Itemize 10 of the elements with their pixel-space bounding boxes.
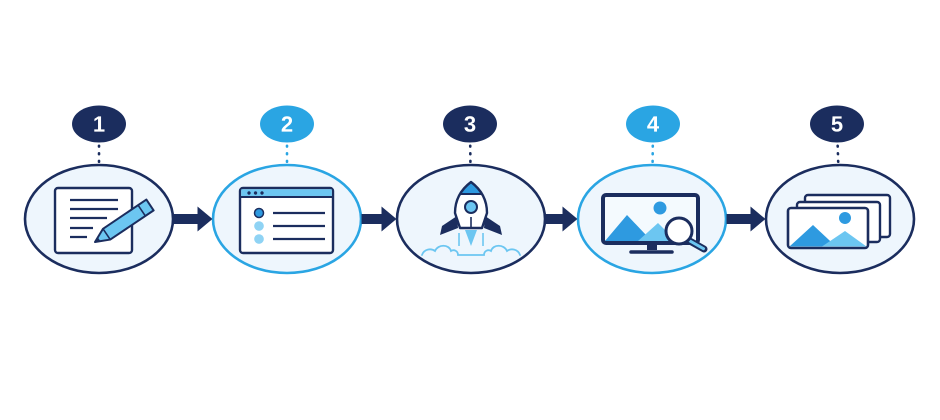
number-badge: 2 <box>260 106 314 142</box>
dotted-connector <box>468 144 472 164</box>
dotted-connector <box>651 144 654 164</box>
dotted-connector <box>836 144 840 164</box>
number-badge: 3 <box>443 106 497 142</box>
number-badge: 5 <box>810 106 864 142</box>
number-badge: 1 <box>72 106 126 142</box>
dotted-connector <box>98 144 100 164</box>
number-badge: 4 <box>626 106 680 142</box>
dotted-connector <box>286 144 288 164</box>
